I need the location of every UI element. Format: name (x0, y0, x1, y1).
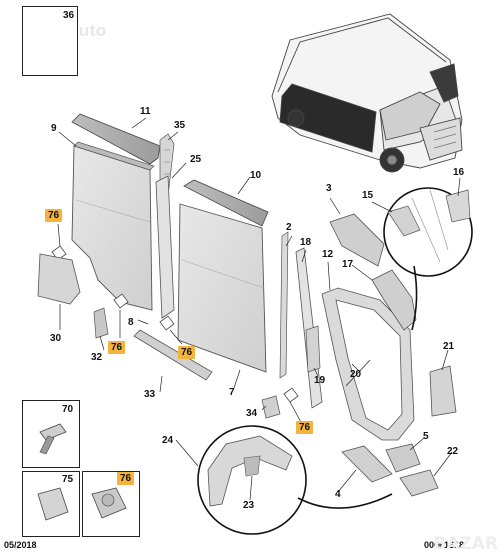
leader-lines (57, 117, 461, 501)
part-12-frame (321, 287, 415, 441)
ref-19: 19 (314, 375, 326, 386)
ref-76-d: 76 (296, 421, 314, 434)
inset-box-36 (22, 6, 78, 76)
ref-15: 15 (362, 190, 374, 201)
clip-75-icon (37, 487, 69, 521)
part-32-piece (93, 307, 109, 339)
ref-76-c: 76 (178, 346, 196, 359)
ref-10: 10 (250, 170, 262, 181)
ref-3: 3 (326, 183, 332, 194)
ref-35: 35 (174, 120, 186, 131)
part-2-strip (279, 231, 289, 379)
ref-16: 16 (453, 167, 465, 178)
ref-5: 5 (423, 431, 429, 442)
part-33-sill (133, 329, 213, 381)
ref-25: 25 (190, 154, 202, 165)
ref-32: 32 (91, 352, 103, 363)
part-10-roof-rail (183, 179, 269, 227)
part-22-bracket (399, 469, 439, 497)
screw-70-icon (39, 423, 67, 455)
part-7-side-panel (177, 203, 267, 373)
ref-20: 20 (350, 369, 362, 380)
ref-9: 9 (51, 123, 57, 134)
ref-76-b: 76 (108, 341, 126, 354)
ref-70: 70 (62, 404, 74, 415)
ref-8: 8 (128, 317, 134, 328)
ref-21: 21 (443, 341, 455, 352)
brand-logo: BAZAR (433, 534, 498, 554)
ref-23: 23 (243, 500, 255, 511)
ref-7: 7 (229, 387, 235, 398)
part-34-patch (261, 395, 281, 419)
ref-11: 11 (140, 106, 151, 117)
footer-code: 00061618 (424, 540, 465, 550)
part-5-bracket (385, 443, 421, 473)
ref-30: 30 (50, 333, 62, 344)
ref-2: 2 (286, 222, 292, 233)
inset-box-70 (22, 400, 80, 468)
footer-date: 05/2018 (4, 540, 37, 550)
part-3-panel (329, 213, 385, 267)
part-9-rear-panel (71, 141, 155, 311)
part-21-panel (429, 365, 457, 417)
part-30-arch (37, 253, 81, 305)
ref-34: 34 (246, 408, 258, 419)
ref-4: 4 (335, 489, 341, 500)
part-19-bracket (305, 325, 321, 373)
ref-18: 18 (300, 237, 312, 248)
ref-22: 22 (447, 446, 459, 457)
ref-76-e: 76 (117, 472, 135, 485)
ref-17: 17 (342, 259, 354, 270)
part-4-bracket (341, 445, 393, 483)
part-11-roof-rail (71, 113, 161, 165)
ref-36: 36 (63, 10, 75, 21)
ref-33: 33 (144, 389, 156, 400)
ref-75: 75 (62, 474, 74, 485)
part-25-pillar (155, 175, 175, 319)
van-illustration (271, 13, 463, 173)
ref-76-a: 76 (45, 209, 63, 222)
part-17-bracket (371, 269, 417, 331)
ref-12: 12 (322, 249, 334, 260)
ref-24: 24 (162, 435, 174, 446)
